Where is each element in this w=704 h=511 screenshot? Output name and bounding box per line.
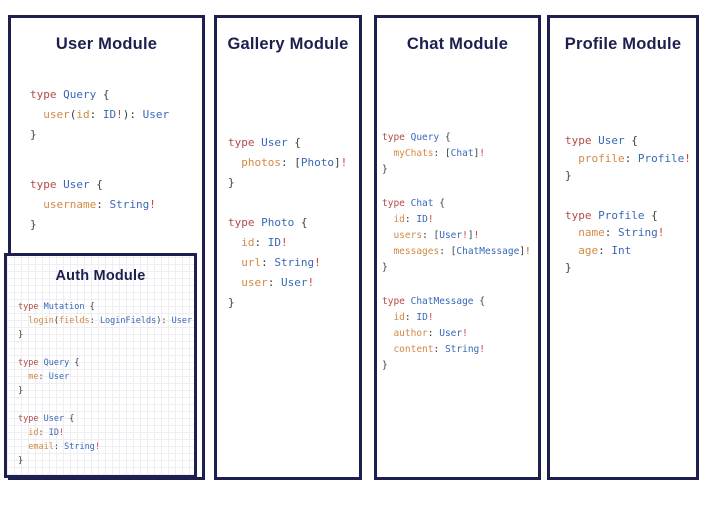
gallery-module-code: type User { photos: [Photo]!}type Photo … [228, 136, 348, 309]
panel-chat-module: Chat Module type Query { myChats: [Chat]… [374, 15, 541, 480]
profile-module-title: Profile Module [564, 35, 682, 53]
gallery-module-title: Gallery Module [227, 35, 349, 53]
auth-module-title: Auth Module [55, 268, 146, 284]
panel-auth-module: Auth Module type Mutation { login(fields… [4, 253, 197, 478]
panel-gallery-module: Gallery Module type User { photos: [Phot… [214, 15, 362, 480]
chat-module-title: Chat Module [406, 35, 509, 53]
chat-module-code: type Query { myChats: [Chat]!}type Chat … [382, 132, 531, 371]
user-module-code: type Query { user(id: ID!): User}type Us… [30, 88, 170, 231]
user-module-title: User Module [55, 35, 158, 53]
profile-module-code: type User { profile: Profile!}type Profi… [565, 134, 691, 274]
auth-module-code: type Mutation { login(fields: LoginField… [18, 302, 193, 466]
panel-profile-module: Profile Module type User { profile: Prof… [547, 15, 699, 480]
